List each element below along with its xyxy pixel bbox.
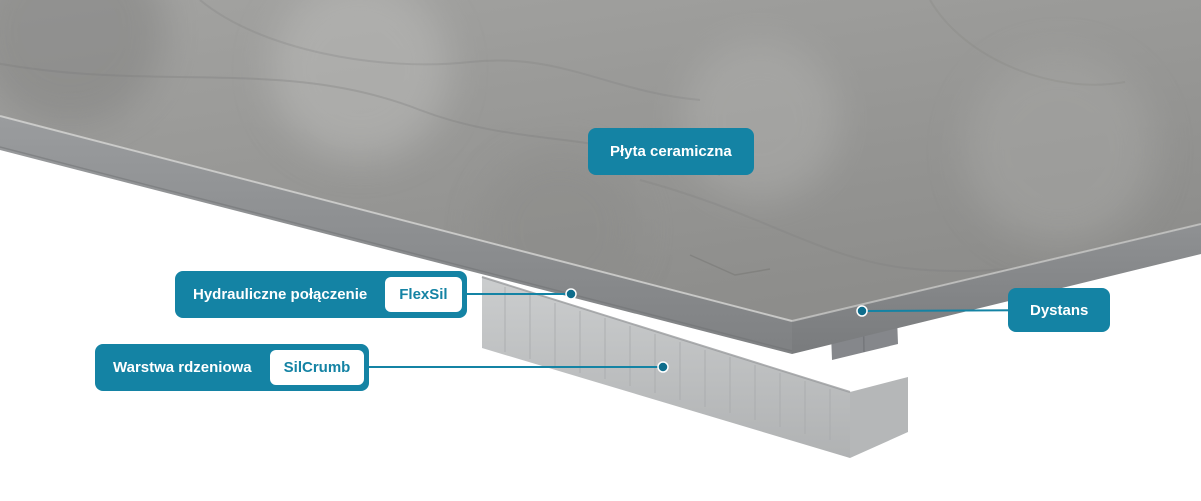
label-core-layer: Warstwa rdzeniowa SilCrumb: [95, 344, 370, 391]
spacer-text: Dystans: [1030, 301, 1089, 319]
hydraulic-connection-text: Hydrauliczne połączenie: [193, 286, 368, 303]
core-layer-text: Warstwa rdzeniowa: [113, 359, 252, 376]
anchor-dot-spacer: [856, 305, 868, 317]
core-ribs: [504, 287, 831, 440]
label-spacer: Dystans: [1008, 288, 1111, 332]
label-hydraulic-connection: Hydrauliczne połączenie FlexSil: [175, 271, 467, 318]
anchor-dot-hydraulic: [565, 288, 577, 300]
tile-front-left-face: [0, 116, 792, 354]
tile-front-right-face: [792, 224, 1201, 354]
ceramic-plate-text: Płyta ceramiczna: [610, 143, 732, 160]
core-right-face: [850, 377, 908, 458]
flexsil-product-badge: FlexSil: [385, 277, 462, 312]
silcrumb-product-badge: SilCrumb: [269, 350, 365, 385]
label-ceramic-plate: Płyta ceramiczna: [588, 128, 754, 175]
anchor-dot-core: [657, 361, 669, 373]
